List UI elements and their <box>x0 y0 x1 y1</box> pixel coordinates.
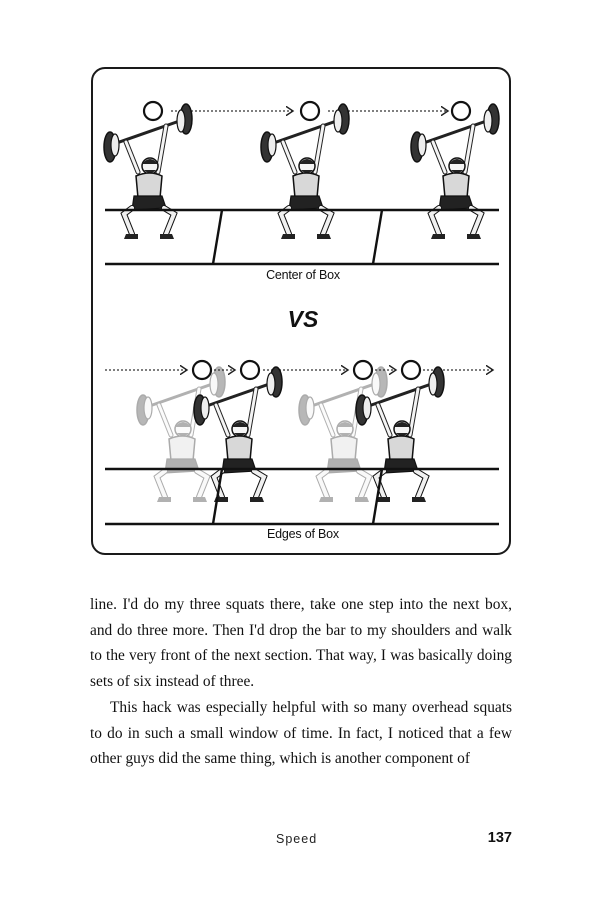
target-circle <box>239 359 261 381</box>
edges-of-box-row <box>105 359 499 526</box>
box-divider <box>371 209 384 265</box>
paragraph: line. I'd do my three squats there, take… <box>90 596 512 691</box>
target-circle <box>450 100 472 122</box>
page-number: 137 <box>487 830 512 846</box>
edges-of-box-caption: Edges of Box <box>267 527 339 541</box>
target-circle <box>142 100 164 122</box>
lifter-illustration <box>104 104 192 239</box>
faded-lifter-illustration <box>137 367 225 502</box>
body-text: line. I'd do my three squats there, take… <box>90 592 512 772</box>
illustration-figure: Center of Box VS Edges of Box <box>91 67 511 555</box>
box-divider <box>211 468 224 525</box>
center-of-box-row <box>104 100 499 266</box>
box-divider <box>371 468 384 525</box>
target-circle <box>352 359 374 381</box>
faded-lifter-illustration <box>299 367 387 502</box>
paragraph: This hack was especially helpful with so… <box>90 698 512 768</box>
lifter-illustration <box>411 104 499 239</box>
center-of-box-caption: Center of Box <box>266 268 340 282</box>
box-divider <box>211 209 224 265</box>
target-circle <box>299 100 321 122</box>
target-circle <box>400 359 422 381</box>
vs-label: VS <box>287 306 319 332</box>
figure-drawing <box>93 100 513 526</box>
lifter-illustration <box>261 104 349 239</box>
running-title: Speed <box>276 832 318 846</box>
target-circle <box>191 359 213 381</box>
